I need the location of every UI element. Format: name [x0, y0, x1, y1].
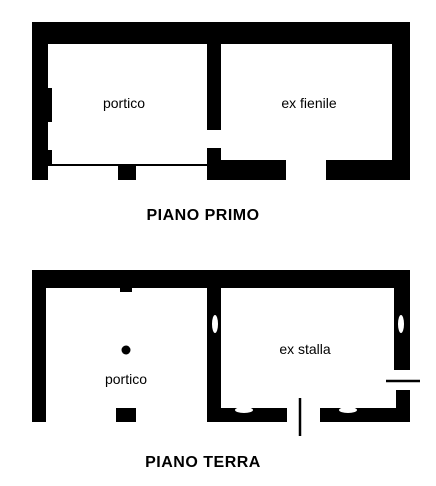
ground-stalla-niche — [235, 407, 253, 413]
ground-left-room-label: portico — [105, 371, 147, 387]
upper-portico-pillar — [118, 164, 136, 180]
ground-center-wall — [207, 270, 221, 422]
upper-fienile-bottom-wall-left — [207, 160, 286, 180]
ground-top-wall-bump — [120, 286, 132, 292]
upper-left-wall-pier — [38, 88, 52, 122]
upper-left-wall-pier-low — [40, 150, 52, 166]
upper-fienile-bottom-wall-right — [326, 160, 410, 180]
ground-stalla-niche — [339, 407, 357, 413]
ground-portico-column — [121, 345, 131, 355]
ground-center-wall-niche — [212, 315, 218, 333]
ground-right-room-label: ex stalla — [279, 341, 331, 357]
upper-left-room-label: portico — [103, 95, 145, 111]
ground-left-wall — [32, 270, 46, 422]
ground-floor-plan: portico ex stalla — [32, 270, 420, 436]
upper-right-wall — [392, 22, 410, 180]
upper-floor-plan: portico ex fienile — [32, 22, 410, 180]
ground-stalla-bottom-wall-right — [320, 408, 410, 422]
ground-floor-title: PIANO TERRA — [145, 454, 261, 471]
ground-portico-pillar — [116, 408, 136, 422]
upper-floor-title: PIANO PRIMO — [146, 207, 259, 224]
ground-stalla-bottom-wall-left — [207, 408, 287, 422]
upper-right-room-label: ex fienile — [281, 95, 336, 111]
ground-right-wall-niche — [398, 315, 404, 333]
upper-center-wall — [207, 22, 221, 130]
